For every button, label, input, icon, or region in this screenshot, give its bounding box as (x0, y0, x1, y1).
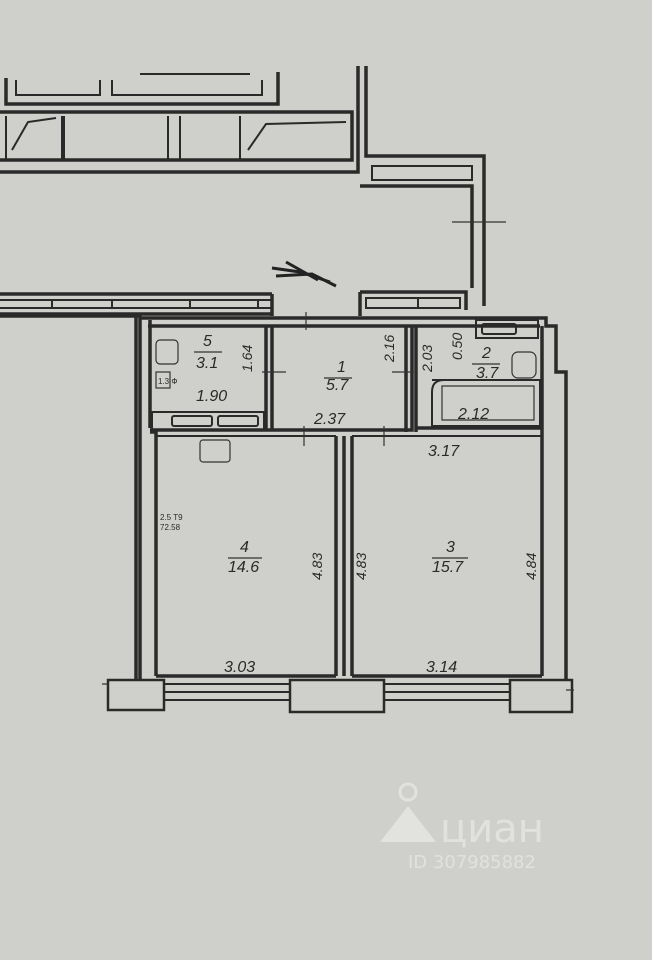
fixtures (151, 260, 541, 463)
watermark-id: ID 307985882 (408, 852, 536, 873)
room-1-area: 5.7 (326, 377, 349, 394)
room-5-area: 3.1 (196, 355, 218, 372)
room-2-area: 3.7 (476, 365, 499, 382)
dim-4-83-right: 4.83 (353, 553, 369, 580)
dim-4-83-left: 4.83 (309, 553, 325, 580)
dim-0-50: 0.50 (449, 333, 465, 360)
watermark: циан ID 307985882 (380, 782, 544, 873)
dim-1-90: 1.90 (196, 388, 227, 405)
room-4-number: 4 (240, 539, 249, 556)
dim-3-17: 3.17 (428, 443, 460, 460)
location-pin-icon (380, 782, 436, 842)
dim-3-03: 3.03 (224, 659, 255, 676)
dim-2-16: 2.16 (381, 335, 397, 363)
dim-2-03: 2.03 (419, 345, 435, 373)
dim-2-12: 2.12 (457, 406, 489, 423)
room-2-number: 2 (481, 345, 491, 362)
corridor-band (0, 290, 468, 316)
watermark-brand: циан (440, 806, 544, 852)
dim-3-14: 3.14 (426, 659, 457, 676)
room-5-number: 5 (203, 333, 212, 350)
dim-1-64: 1.64 (239, 345, 255, 372)
note-small-b: 72.58 (160, 523, 181, 532)
dim-4-84: 4.84 (523, 553, 539, 580)
room-1-number: 1 (337, 359, 346, 376)
room-4-area: 14.6 (228, 559, 259, 576)
apartment-walls (0, 314, 574, 714)
room-3-area: 15.7 (432, 559, 464, 576)
room-labels: 5 3.1 1 5.7 2 3.7 4 14.6 3 15.7 (194, 333, 500, 576)
room-3-number: 3 (446, 539, 455, 556)
dimension-labels: 1.90 1.64 2.16 2.37 2.03 0.50 2.12 3.17 … (196, 333, 539, 676)
note-small-a: 2.5 T9 (160, 513, 183, 522)
upper-structure (0, 66, 506, 306)
note-bath-mark: 1.3 Ф (158, 377, 177, 386)
small-notes: 2.5 T9 72.58 1.3 Ф (158, 377, 183, 532)
dim-2-37: 2.37 (313, 411, 346, 428)
